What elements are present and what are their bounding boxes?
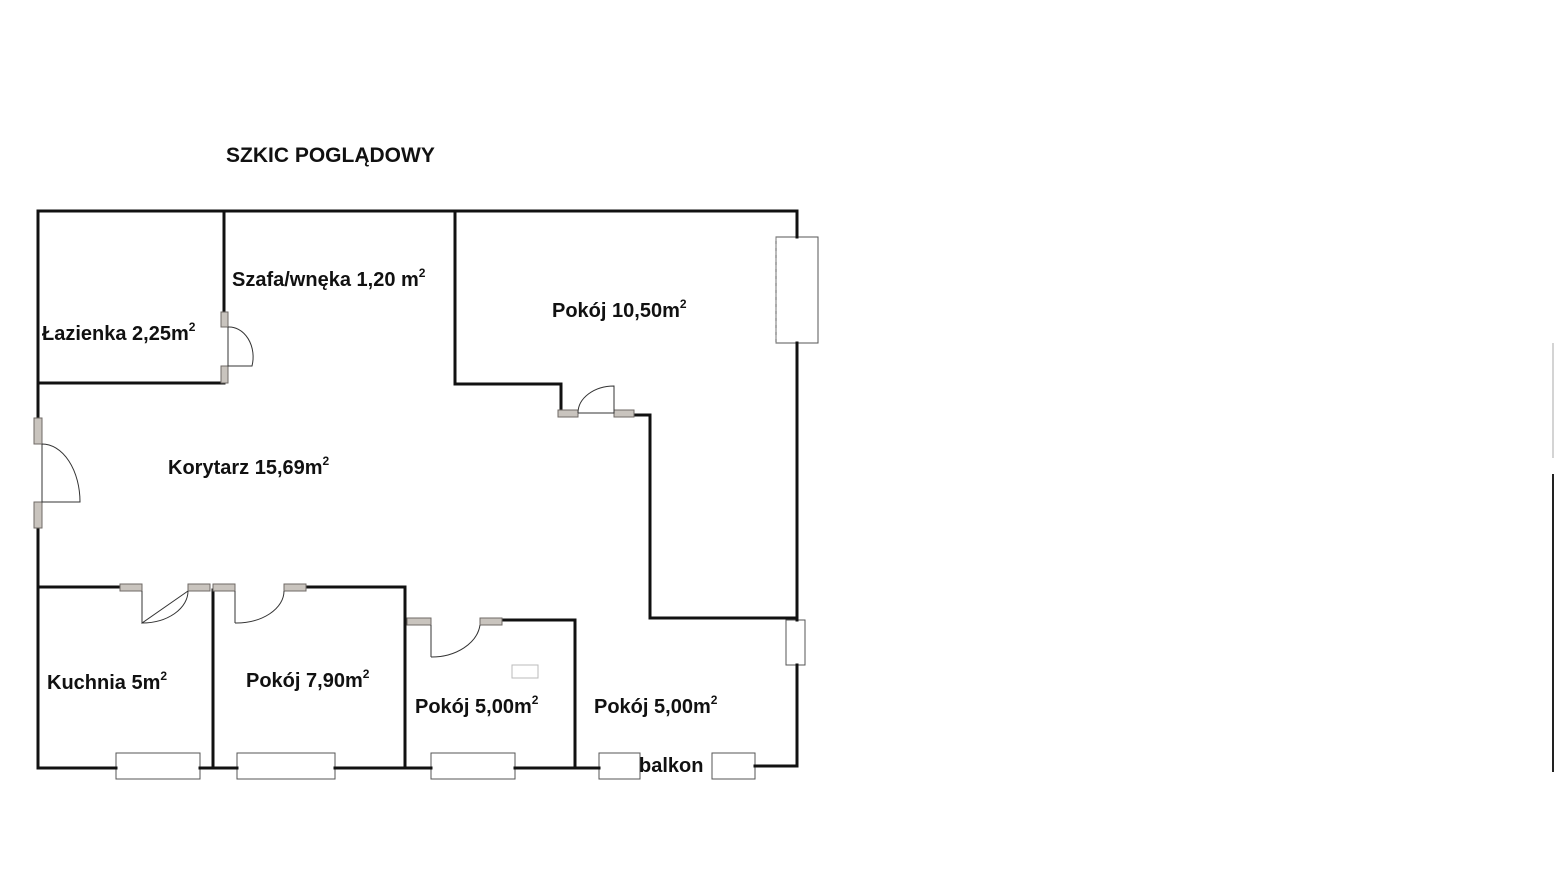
label-pokoj-790: Pokój 7,90m2	[246, 667, 370, 692]
walls	[36, 209, 799, 770]
label-pokoj-500-b: Pokój 5,00m2	[594, 693, 718, 718]
door-entrance	[33, 417, 81, 529]
label-szafa: Szafa/wnęka 1,20 m2	[232, 266, 426, 291]
windows	[115, 236, 819, 780]
door-lazienka	[220, 311, 254, 384]
window-kuchnia	[115, 752, 201, 780]
door-pokoj-500-a	[406, 617, 503, 658]
window-pokoj-large-right	[775, 236, 819, 344]
plan-title: SZKIC POGLĄDOWY	[226, 144, 435, 167]
label-balkon: balkon	[639, 755, 703, 777]
label-korytarz: Korytarz 15,69m2	[168, 454, 330, 479]
window-pokoj-500-a	[430, 752, 516, 780]
door-pokoj-large	[557, 385, 635, 418]
window-balkon-left	[598, 752, 641, 780]
doors	[33, 311, 635, 658]
label-kuchnia: Kuchnia 5m2	[47, 669, 167, 694]
label-pokoj-large: Pokój 10,50m2	[552, 297, 687, 322]
door-pokoj-790	[212, 583, 307, 624]
window-pokoj-790	[236, 752, 336, 780]
label-pokoj-500-a: Pokój 5,00m2	[415, 693, 539, 718]
window-pokoj-500-right	[785, 619, 806, 666]
door-kuchnia	[119, 583, 211, 624]
small-fixture	[511, 664, 539, 679]
label-lazienka: Łazienka 2,25m2	[42, 320, 196, 345]
window-balkon-right	[711, 752, 756, 780]
